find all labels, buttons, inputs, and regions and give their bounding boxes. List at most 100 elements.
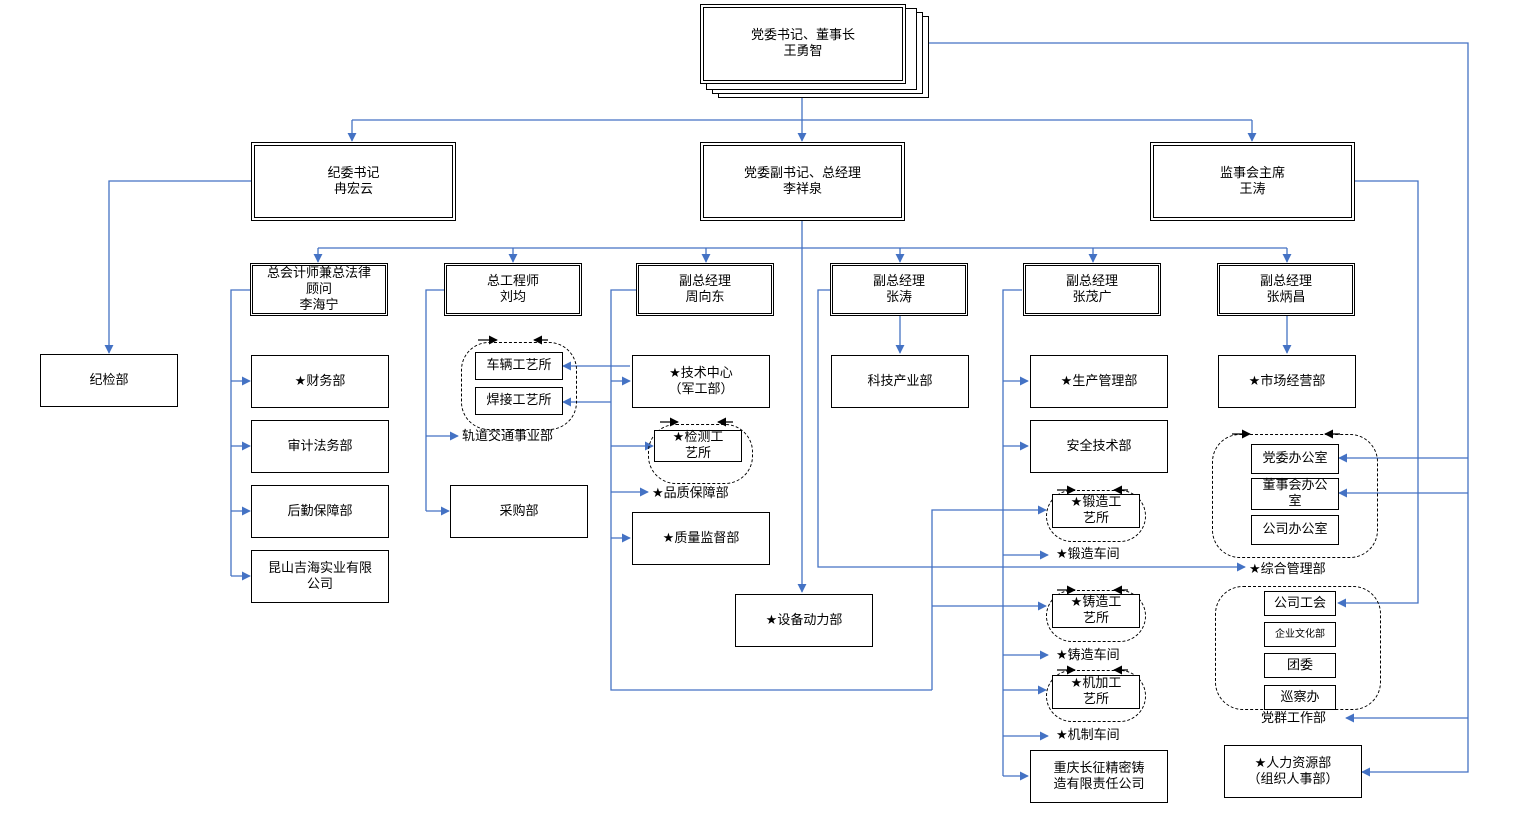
node-label: 巡察办 [1280,689,1320,705]
node-title: 副总经理 [1259,273,1312,289]
dept-guidao: 轨道交通事业部 [462,429,554,444]
node-label: 公司 [306,576,333,592]
node-label: ★生产管理部 [1060,373,1138,389]
dept-dangqun: 党群工作部 [1261,711,1327,726]
node-title: 党委书记、董事长 [750,28,855,43]
node-title: 副总经理 [872,273,925,289]
dept-dangwei-office: 党委办公室 [1251,444,1339,474]
node-label: 安全技术部 [1066,438,1132,454]
node-general-manager: 党委副书记、总经理李祥泉 [700,142,905,221]
node-title: 总会计师兼总法律 [266,265,371,281]
dept-tuanwei: 团委 [1264,653,1336,678]
dept-kunshan: 昆山吉海实业有限公司 [251,550,389,603]
node-label: ★设备动力部 [765,612,843,628]
node-label: ★市场经营部 [1248,373,1326,389]
dept-pinzhi: ★品质保障部 [652,486,729,501]
node-vgm-zhou: 副总经理周向东 [636,263,774,316]
dept-jijian: 纪检部 [40,354,178,407]
dept-dongshihui-office: 董事会办公室 [1251,478,1339,510]
group-testing-institute [648,424,753,484]
dept-hanjie: 焊接工艺所 [475,387,563,415]
group-forging-institute [1046,490,1146,542]
node-label: 焊接工艺所 [486,393,552,408]
dept-anquan: 安全技术部 [1030,420,1168,473]
node-title: 监事会主席 [1219,165,1285,181]
dept-shengchan: ★生产管理部 [1030,355,1168,408]
node-vgm-zhang-tao: 副总经理张涛 [830,263,968,316]
dept-caiwu: ★财务部 [251,355,389,408]
node-title: 党委副书记、总经理 [743,165,861,181]
dept-jijiagong-gy: ★机加工艺所 [1052,675,1140,709]
node-label: 昆山吉海实业有限 [267,560,372,576]
node-label: ★财务部 [294,373,346,389]
group-general-management [1212,434,1378,558]
node-person: 周向东 [685,289,725,305]
node-label: 公司办公室 [1262,522,1328,537]
node-title: 总工程师 [486,273,539,289]
dept-shenji: 审计法务部 [251,420,389,473]
dept-zonghe: ★综合管理部 [1249,562,1326,577]
node-label: （组织人事部） [1247,771,1339,787]
node-supervisor-chairman: 监事会主席王涛 [1150,142,1355,221]
node-person: 张茂广 [1072,289,1112,305]
dept-zhuzao-cj: ★铸造车间 [1056,648,1120,663]
node-label: 党委办公室 [1262,451,1328,466]
dept-chongqing: 重庆长征精密铸造有限责任公司 [1030,750,1168,803]
node-label: 艺所 [1082,692,1109,707]
node-label: 室 [1288,494,1302,509]
dept-zhuzao-gy: ★铸造工艺所 [1052,594,1140,628]
node-label: 纪检部 [89,372,129,388]
node-label: 重庆长征精密铸 [1053,760,1145,776]
dept-caigou: 采购部 [450,485,588,538]
dept-xuncha: 巡察办 [1264,685,1336,710]
node-label: 艺所 [1082,511,1109,526]
node-label: 后勤保障部 [287,503,353,519]
dept-company-office: 公司办公室 [1251,515,1339,545]
node-title: 副总经理 [1065,273,1118,289]
node-label: ★技术中心 [669,365,733,381]
node-label: 科技产业部 [867,373,933,389]
dept-gonghui: 公司工会 [1264,591,1336,616]
node-label: 采购部 [499,503,539,519]
node-label: 企业文化部 [1275,628,1325,640]
node-chief-engineer: 总工程师刘均 [444,263,582,316]
node-party-secretary-chairman: 党委书记、董事长王勇智 [700,4,906,84]
node-label: 造有限责任公司 [1053,776,1145,792]
node-person: 李祥泉 [782,181,822,197]
node-label: 车辆工艺所 [486,358,552,373]
node-person: 刘均 [499,289,526,305]
group-machining-institute [1046,670,1146,722]
dept-duanzao-gy: ★锻造工艺所 [1052,494,1140,528]
node-label: 艺所 [684,446,711,461]
node-person: 王涛 [1239,181,1266,197]
node-person: 冉宏云 [333,181,373,197]
dept-cheliang: 车辆工艺所 [475,352,563,380]
node-label: ★机加工 [1070,676,1122,691]
dept-duanzao-cj: ★锻造车间 [1056,547,1120,562]
group-process-institutes [461,342,577,430]
dept-jizhi-cj: ★机制车间 [1056,728,1120,743]
node-person: 王勇智 [783,44,823,59]
node-title: 顾问 [305,281,332,297]
node-discipline-secretary: 纪委书记冉宏云 [251,142,456,221]
dept-qiye-wenhua: 企业文化部 [1264,622,1336,647]
node-person: 张炳昌 [1266,289,1306,305]
node-label: ★质量监督部 [662,530,740,546]
node-label: 艺所 [1082,611,1109,626]
node-label: ★铸造工 [1070,595,1122,610]
dept-zhiliang: ★质量监督部 [632,512,770,565]
node-title: 纪委书记 [327,165,380,181]
dept-houqin: 后勤保障部 [251,485,389,538]
dept-jishu: ★技术中心（军工部） [632,355,770,408]
dept-shichang: ★市场经营部 [1218,355,1356,408]
node-label: 审计法务部 [287,438,353,454]
dept-jiance: ★检测工艺所 [654,430,742,462]
node-label: ★锻造工 [1070,495,1122,510]
dept-renli: ★人力资源部（组织人事部） [1224,745,1362,798]
node-chief-accountant: 总会计师兼总法律顾问李海宁 [250,263,388,316]
node-label: ★检测工 [672,430,724,445]
node-label: 团委 [1286,657,1313,673]
node-label: 董事会办公 [1262,478,1328,493]
dept-shebei: ★设备动力部 [735,594,873,647]
